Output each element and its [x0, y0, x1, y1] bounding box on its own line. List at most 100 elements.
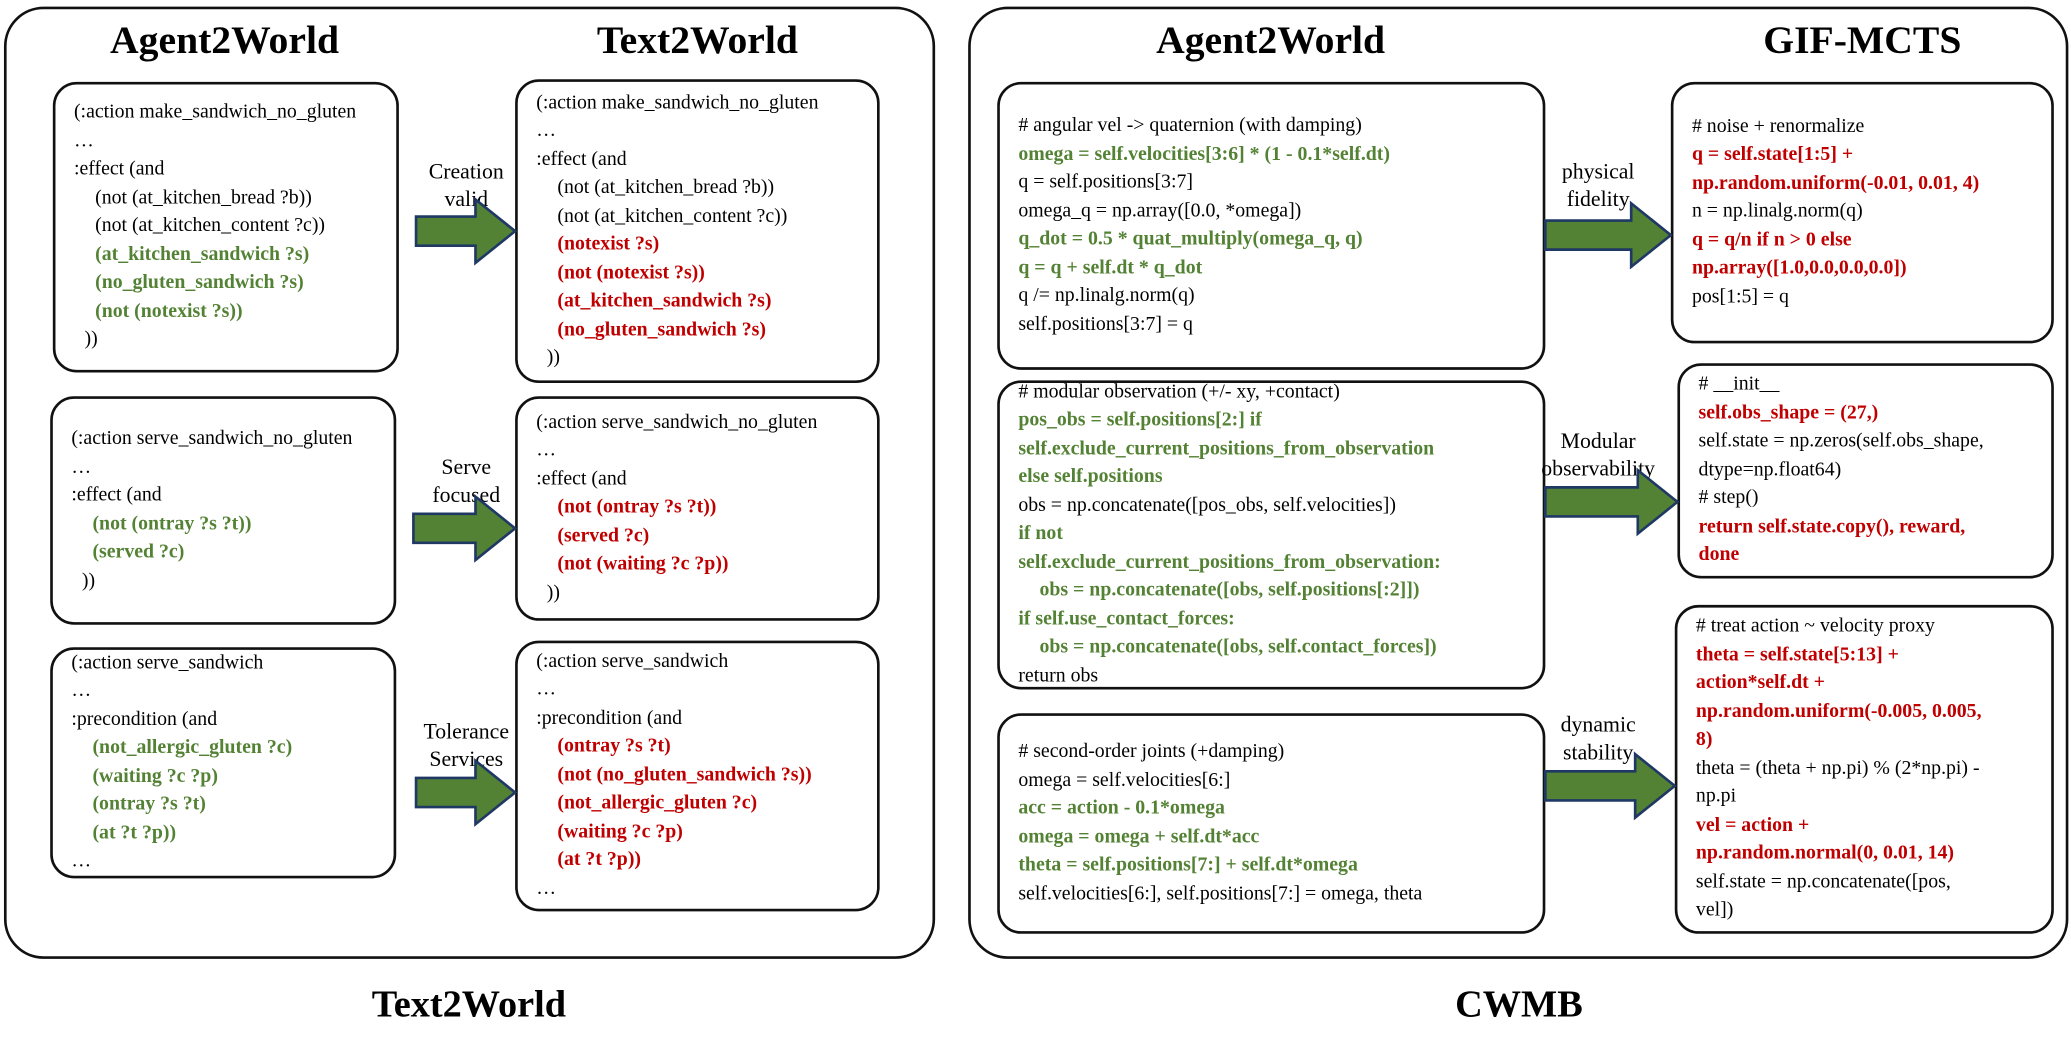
- arrow-shape: [1544, 751, 1677, 821]
- code-box-left: # angular vel -> quaternion (with dampin…: [997, 81, 1546, 370]
- right-arrow-icon: [1544, 467, 1680, 537]
- right-arrow-icon: [414, 758, 518, 827]
- added-code-line: omega = omega + self.dt*acc: [1018, 826, 1260, 848]
- error-code-line: self.obs_shape = (27,): [1698, 402, 1879, 424]
- code-line: np.pi: [1695, 786, 1737, 808]
- error-code-line: np.array([1.0,0.0,0.0,0.0]): [1691, 257, 1907, 280]
- code-line: (:action serve_sandwich: [71, 651, 264, 673]
- error-code-line: q = q/n if n > 0 else: [1691, 229, 1852, 251]
- error-code-line: (at ?t ?p)): [557, 849, 642, 871]
- footer-cwmb: CWMB: [1455, 983, 1583, 1026]
- code-line: # noise + renormalize: [1691, 115, 1865, 138]
- added-code-line: obs = np.concatenate([obs, self.contact_…: [1039, 636, 1437, 659]
- code-line: (not (at_kitchen_content ?c)): [95, 215, 326, 237]
- transition-label-line: fidelity: [1566, 186, 1630, 212]
- right-arrow-icon: [414, 196, 518, 266]
- code-line: (:action serve_sandwich_no_gluten: [536, 411, 818, 433]
- added-code-line: if not: [1018, 523, 1063, 545]
- transition-label-line: Tolerance: [423, 718, 510, 744]
- transition-label-line: Modular: [1560, 427, 1636, 454]
- code-line: )): [81, 569, 96, 592]
- code-line: )): [84, 329, 98, 351]
- error-code-line: q = self.state[1:5] +: [1691, 144, 1854, 166]
- code-line: :effect (and: [536, 148, 627, 170]
- code-line: :effect (and: [536, 468, 627, 490]
- pddl-box-left: (:action serve_sandwich … :precondition (a…: [50, 647, 397, 879]
- code-line: …: [536, 878, 557, 900]
- transition-label-line: focused: [432, 482, 501, 508]
- error-code-line: (no_gluten_sandwich ?s): [557, 318, 767, 341]
- error-code-line: (not (no_gluten_sandwich ?s)): [557, 764, 812, 786]
- code-line: …: [71, 456, 92, 478]
- pddl-box-right: (:action serve_sandwich_no_gluten…:effec…: [515, 396, 880, 621]
- code-line: pos[1:5] = q: [1691, 286, 1789, 308]
- error-code-line: (at_kitchen_sandwich ?s): [557, 290, 772, 312]
- pddl-box-left: (:action serve_sandwich_no_gluten … :effec…: [50, 396, 397, 625]
- added-code-line: (waiting ?c ?p): [92, 765, 218, 787]
- transition-label-line: Services: [429, 746, 504, 772]
- right-arrow-icon: [1544, 200, 1673, 270]
- code-line: …: [71, 850, 92, 872]
- transition-label-line: stability: [1563, 739, 1634, 765]
- added-code-line: if self.use_contact_forces:: [1018, 608, 1235, 630]
- added-code-line: (at ?t ?p)): [92, 822, 177, 844]
- error-code-line: (waiting ?c ?p): [557, 821, 683, 843]
- code-line: # treat action ~ velocity proxy: [1695, 615, 1935, 637]
- error-code-line: done: [1698, 544, 1740, 566]
- arrow-shape: [1544, 467, 1680, 537]
- code-line: omega = self.velocities[6:]: [1018, 769, 1231, 791]
- added-code-line: (not (ontray ?s ?t)): [92, 513, 252, 535]
- code-line: (:action serve_sandwich_no_gluten: [71, 427, 353, 450]
- header-agent2world-left: Agent2World: [110, 18, 340, 63]
- code-line: obs = np.concatenate([pos_obs, self.velo…: [1018, 494, 1396, 517]
- added-code-line: else self.positions: [1018, 466, 1163, 488]
- code-line: (not (at_kitchen_bread ?b)): [95, 187, 312, 209]
- pddl-box-right: (:action make_sandwich_no_gluten…:effect…: [515, 79, 880, 384]
- code-line: :effect (and: [73, 158, 165, 180]
- error-code-line: (ontray ?s ?t): [557, 736, 671, 758]
- code-line: q /= np.linalg.norm(q): [1018, 285, 1195, 307]
- added-code-line: q_dot = 0.5 * quat_multiply(omega_q, q): [1018, 228, 1363, 250]
- error-code-line: return self.state.copy(), reward,: [1698, 516, 1966, 538]
- added-code-line: acc = action - 0.1*omega: [1018, 797, 1225, 819]
- code-line: …: [536, 679, 557, 701]
- added-code-line: (ontray ?s ?t): [92, 793, 206, 815]
- code-line: :effect (and: [71, 484, 162, 506]
- code-line: omega_q = np.array([0.0, *omega]): [1018, 200, 1302, 222]
- added-code-line: (not_allergic_gluten ?c): [92, 737, 293, 759]
- added-code-line: self.exclude_current_positions_from_obse…: [1018, 438, 1435, 460]
- error-code-line: (not_allergic_gluten ?c): [557, 792, 758, 814]
- transition-label-line: physical: [1561, 158, 1635, 184]
- added-code-line: pos_obs = self.positions[2:] if: [1018, 409, 1262, 431]
- arrow-shape: [414, 196, 518, 266]
- footer-text2world: Text2World: [371, 983, 567, 1026]
- transition-label-line: Creation: [428, 158, 504, 184]
- error-code-line: (not (ontray ?s ?t)): [557, 496, 717, 519]
- code-line: n = np.linalg.norm(q): [1691, 201, 1863, 223]
- cwmb-panel: [968, 6, 2069, 959]
- arrow-shape: [414, 758, 518, 827]
- transition-label-line: Serve: [441, 454, 492, 480]
- code-line: …: [536, 120, 557, 142]
- code-line: return obs: [1018, 665, 1099, 687]
- added-code-line: theta = self.positions[7:] + self.dt*ome…: [1018, 854, 1358, 876]
- header-gif-mcts: GIF-MCTS: [1763, 18, 1962, 63]
- code-line: (not (at_kitchen_bread ?b)): [557, 176, 775, 199]
- code-line: :precondition (and: [71, 708, 218, 730]
- error-code-line: np.random.uniform(-0.005, 0.005,: [1695, 701, 1982, 723]
- arrow-shape: [1544, 200, 1673, 270]
- arrow-shape: [412, 493, 518, 563]
- code-line: (not (at_kitchen_content ?c)): [557, 205, 788, 227]
- code-line: …: [73, 130, 94, 152]
- added-code-line: (served ?c): [92, 541, 185, 563]
- error-code-line: (served ?c): [557, 525, 650, 547]
- added-code-line: omega = self.velocities[3:6] * (1 - 0.1*…: [1018, 143, 1390, 165]
- code-line: # angular vel -> quaternion (with dampin…: [1018, 114, 1362, 137]
- transition-label-line: observability: [1541, 455, 1656, 481]
- code-line: )): [546, 582, 561, 604]
